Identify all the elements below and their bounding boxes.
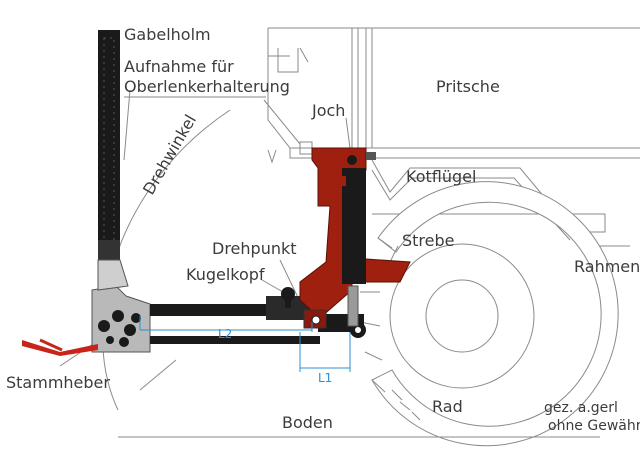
label-kotfluegel: Kotflügel <box>406 167 476 186</box>
label-pritsche: Pritsche <box>436 77 500 96</box>
drehpunkt <box>303 309 327 329</box>
dimension-lines <box>139 316 351 372</box>
gabelholm-column <box>98 30 120 260</box>
signature-line-1: gez. a.gerl <box>544 400 618 416</box>
kugelkopf <box>281 287 295 308</box>
label-kugelkopf: Kugelkopf <box>186 265 265 284</box>
label-joch: Joch <box>311 101 345 120</box>
label-drehpunkt: Drehpunkt <box>212 239 297 258</box>
signature-line-2: ohne Gewähr <box>548 418 640 434</box>
label-rahmen: Rahmen <box>574 257 640 276</box>
lower-arm <box>150 296 366 344</box>
wheel <box>359 181 619 447</box>
label-drehwinkel: Drehwinkel <box>139 111 200 198</box>
label-rad: Rad <box>432 397 463 416</box>
carrier-plate <box>91 259 151 353</box>
label-aufnahme-2: Oberlenkerhalterung <box>124 77 290 96</box>
label-gabelholm: Gabelholm <box>124 25 211 44</box>
label-boden: Boden <box>282 413 333 432</box>
label-l1: L1 <box>318 371 332 385</box>
label-aufnahme-1: Aufnahme für <box>124 57 234 76</box>
label-strebe: Strebe <box>402 231 455 250</box>
hydraulic-cylinder <box>340 168 366 327</box>
pritsche-outline <box>267 27 640 164</box>
label-stammheber: Stammheber <box>6 373 110 392</box>
stammheber-prong <box>22 338 98 356</box>
label-l2: L2 <box>218 327 232 341</box>
